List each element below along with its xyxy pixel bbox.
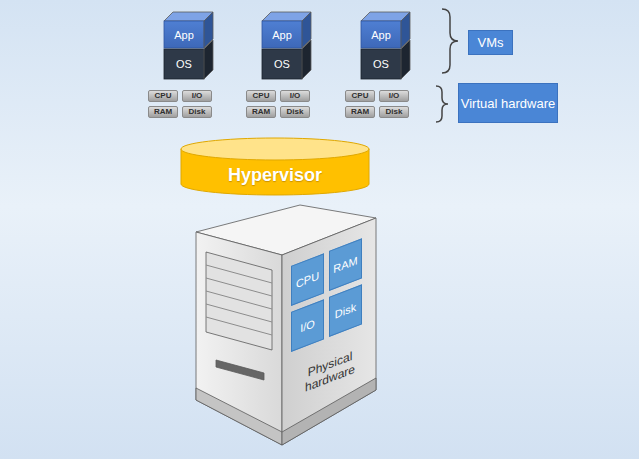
vm-layer-cube: App [164,12,213,48]
text-area: I/O [281,91,309,101]
text-area: Disk [380,107,408,117]
text-area: CPU [346,91,374,101]
virtual-hardware-label: CPU [352,91,369,101]
virtual-hardware-label: I/O [389,91,400,101]
text-area: App [164,21,204,48]
hypervisor-label: Hypervisor [228,165,322,186]
bracket-label: Virtual hardware [461,96,555,111]
text-area: OS [361,49,401,79]
virtual-hardware-box: RAM [246,106,276,118]
vm-layer-cube: OS [164,49,213,79]
virtual-hardware-label: Disk [287,107,304,117]
text-area: I/O [380,91,408,101]
bracket-label: VMs [478,35,504,50]
cube-front [164,21,204,48]
cube-side [204,40,213,79]
virtual-hardware-box: RAM [148,106,178,118]
virtual-hardware-label: I/O [192,91,203,101]
virtual-hardware-label: RAM [252,107,270,117]
vm-layer-cube: OS [361,49,410,79]
text-area: App [262,21,302,48]
drive-slot [216,360,264,380]
virtual-hardware-box: RAM [345,106,375,118]
virtual-hardware-box: I/O [280,90,310,102]
virtual-hardware-label: RAM [351,107,369,117]
vm-bracket [442,9,458,73]
text-area: Hypervisor [180,159,370,191]
vm-layer-label: OS [373,58,389,70]
cube-front [262,49,302,79]
virtual-hardware-box: CPU [246,90,276,102]
virtual-hardware-box: CPU [148,90,178,102]
server-base-side [282,378,376,445]
physical-component-label: CPU [296,269,319,290]
virtual-hardware-box: I/O [379,90,409,102]
cube-front [262,21,302,48]
virtual-hardware-bracket [436,86,448,122]
cube-front [361,49,401,79]
virtual-hardware-label: Disk [189,107,206,117]
bracket-label-box: Virtual hardware [458,83,558,123]
physical-component-label: I/O [300,317,315,335]
physical-component-label: RAM [333,254,357,275]
cube-front [164,49,204,79]
vm-layer-label: OS [274,58,290,70]
text-area: CPU [149,91,177,101]
virtual-hardware-box: Disk [379,106,409,118]
virtual-hardware-label: CPU [253,91,270,101]
physical-component-label: Disk [335,301,356,321]
virtual-hardware-label: CPU [155,91,172,101]
text-area: OS [262,49,302,79]
bracket-label-box: VMs [468,30,513,55]
vm-layer-label: App [371,29,391,41]
virtual-hardware-box: Disk [182,106,212,118]
text-area: Virtual hardware [459,84,557,122]
vm-layer-cube: OS [262,49,311,79]
drive-panel [206,252,272,350]
virtual-hardware-box: CPU [345,90,375,102]
server-front [196,232,282,445]
cylinder-top [181,138,369,160]
text-area: Disk [183,107,211,117]
cube-front [361,21,401,48]
text-area: RAM [346,107,374,117]
text-area: Disk [281,107,309,117]
cube-side [302,40,311,79]
text-area: I/O [183,91,211,101]
drive-bay-line [206,317,272,335]
text-area: RAM [247,107,275,117]
text-area: App [361,21,401,48]
text-area: VMs [469,31,512,54]
server-side [282,218,376,445]
virtual-hardware-box: I/O [182,90,212,102]
text-area: OS [164,49,204,79]
virtual-hardware-label: RAM [154,107,172,117]
virtual-hardware-box: Disk [280,106,310,118]
text-area: CPU [247,91,275,101]
hypervisor-cylinder: Hypervisor [180,137,370,197]
vm-layer-label: App [272,29,292,41]
server-base-front [196,388,282,445]
vm-layer-cube: App [361,12,410,48]
cube-side [401,40,410,79]
text-area: RAM [149,107,177,117]
virtual-hardware-label: Disk [386,107,403,117]
vm-layer-cube: App [262,12,311,48]
vm-layer-label: App [174,29,194,41]
vm-layer-label: OS [176,58,192,70]
virtual-hardware-label: I/O [290,91,301,101]
physical-server: Physical hardwareCPURAMI/ODisk [190,200,382,450]
